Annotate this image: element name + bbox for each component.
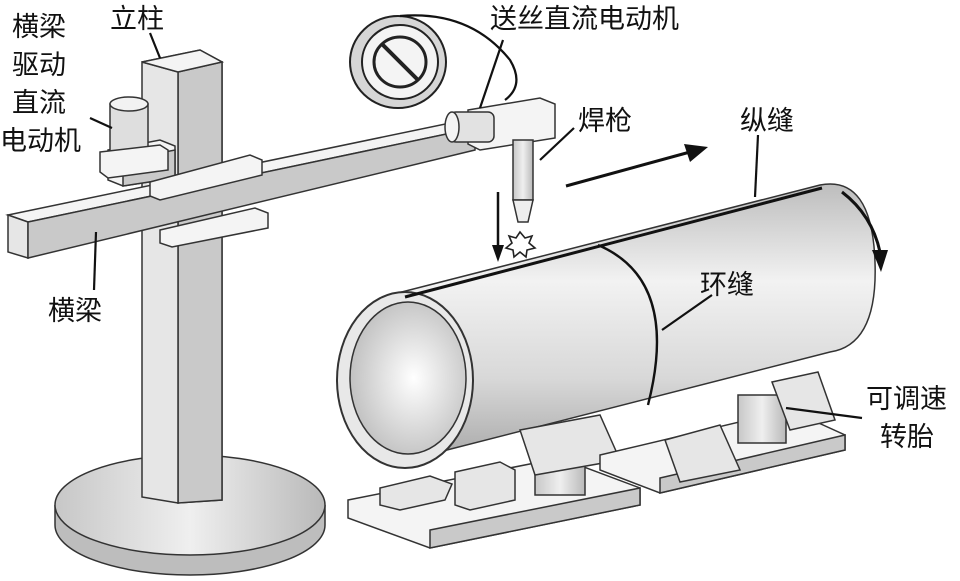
beam-drive-motor [99, 96, 169, 179]
leader-lines [89, 32, 863, 420]
label-torch: 焊枪 [578, 106, 632, 137]
feed-direction-arrow [492, 192, 504, 262]
svg-text:驱动: 驱动 [12, 50, 66, 81]
column [141, 49, 225, 504]
svg-text:直流: 直流 [12, 88, 66, 119]
crossbeam [5, 121, 476, 260]
wire-spool [349, 14, 518, 109]
label-wire-feed-motor: 送丝直流电动机 [490, 4, 679, 35]
travel-direction-arrow [565, 144, 708, 188]
svg-text:电动机: 电动机 [0, 126, 81, 157]
label-column: 立柱 [110, 4, 164, 35]
svg-text:横梁: 横梁 [12, 12, 66, 43]
label-beam-drive-motor: 横梁 驱动 直流 电动机 [0, 12, 81, 157]
label-circumferential-seam: 环缝 [700, 270, 754, 301]
rotator-back [599, 371, 846, 494]
pipe [336, 183, 876, 469]
label-longitudinal-seam: 纵缝 [740, 106, 794, 137]
svg-text:转胎: 转胎 [880, 422, 934, 453]
wire-feed-motor [444, 97, 556, 151]
rotator-front [347, 414, 641, 549]
label-rotator: 可调速 转胎 [866, 384, 947, 453]
welding-torch [504, 139, 537, 259]
rotation-arrow [841, 190, 888, 272]
label-beam: 横梁 [48, 296, 102, 327]
svg-text:可调速: 可调速 [866, 384, 947, 415]
